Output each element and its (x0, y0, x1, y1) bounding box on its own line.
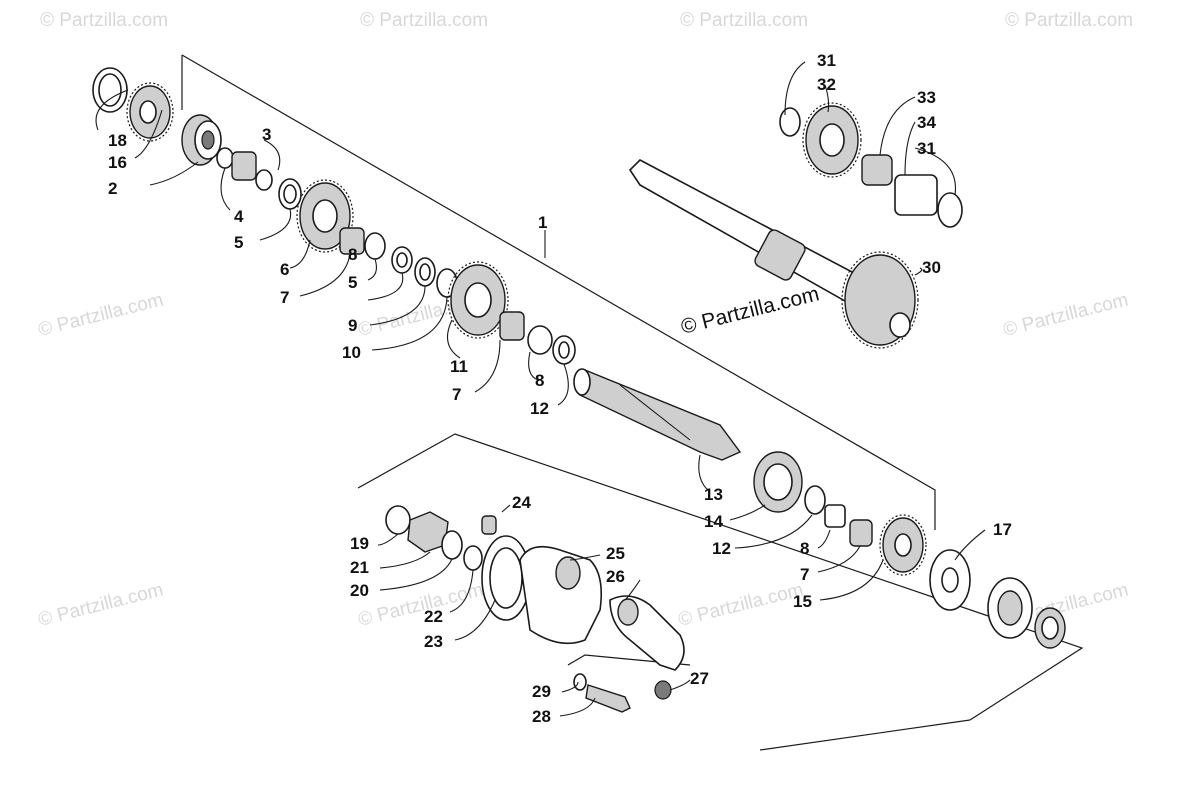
callout-32: 32 (817, 75, 836, 94)
part-circlip-22 (463, 545, 483, 571)
part-bearing-7a (339, 227, 386, 260)
part-washer-9 (414, 257, 436, 287)
callouts: 1 2 3 4 5 5 6 7 7 7 8 8 8 9 10 11 12 12 … (108, 51, 1012, 726)
part-shaft-13 (573, 368, 742, 461)
watermark-text: © Partzilla.com (676, 580, 805, 631)
part-bolt-28 (585, 684, 631, 713)
leader-lines (95, 61, 986, 717)
callout-5: 5 (234, 233, 243, 252)
callout-27: 27 (690, 669, 709, 688)
part-gear-32 (802, 102, 862, 178)
watermark-text: © Partzilla.com (40, 10, 168, 31)
watermarks: © Partzilla.com © Partzilla.com © Partzi… (36, 10, 1133, 631)
callout-25: 25 (606, 544, 625, 563)
part-shift-fork-26 (609, 595, 685, 671)
callout-18: 18 (108, 131, 127, 150)
watermark-text: © Partzilla.com (680, 10, 808, 31)
callout-10: 10 (342, 343, 361, 362)
part-countershaft-30 (628, 159, 919, 349)
callout-5: 5 (348, 273, 357, 292)
part-housing-25 (519, 545, 603, 645)
callout-8: 8 (535, 371, 544, 390)
watermark-text: © Partzilla.com (1005, 10, 1133, 31)
frame-line (357, 433, 1084, 721)
part-gasket-23 (481, 535, 531, 621)
callout-29: 29 (532, 682, 551, 701)
part-washer-12a (552, 335, 576, 365)
part-washer-20 (441, 530, 463, 560)
part-plug-27 (654, 680, 672, 700)
part-washer-17 (929, 549, 971, 611)
part-washer-31a (779, 107, 801, 137)
callout-6: 6 (280, 260, 289, 279)
watermark-text: © Partzilla.com (1001, 290, 1130, 341)
part-washer-12b (804, 485, 826, 515)
callout-7: 7 (452, 385, 461, 404)
part-hub-2 (181, 114, 222, 166)
part-bearing-4 (216, 147, 273, 191)
callout-24: 24 (512, 493, 531, 512)
part-washer-5a (278, 178, 302, 210)
callout-7: 7 (800, 565, 809, 584)
callout-1: 1 (538, 213, 547, 232)
callout-9: 9 (348, 316, 357, 335)
callout-13: 13 (704, 485, 723, 504)
watermark-text: © Partzilla.com (360, 10, 488, 31)
part-gear-6 (296, 179, 354, 253)
callout-2: 2 (108, 179, 117, 198)
part-bearing-outer (987, 577, 1033, 639)
callout-4: 4 (234, 207, 244, 226)
callout-34: 34 (917, 113, 936, 132)
part-gear-16 (126, 82, 174, 142)
callout-22: 22 (424, 607, 443, 626)
callout-12: 12 (712, 539, 731, 558)
callout-30: 30 (922, 258, 941, 277)
callout-8: 8 (800, 539, 809, 558)
frame-line (759, 719, 971, 751)
part-sleeve-34 (894, 174, 938, 216)
callout-21: 21 (350, 558, 369, 577)
part-bearing-7c (849, 519, 873, 547)
callout-17: 17 (993, 520, 1012, 539)
callout-8: 8 (348, 245, 357, 264)
part-bushing-33 (861, 154, 893, 186)
watermark-text: © Partzilla.com (36, 290, 165, 341)
callout-31: 31 (917, 139, 936, 158)
part-washer-5b (391, 246, 413, 274)
watermark-text: © Partzilla.com (36, 580, 165, 631)
part-washer-29 (573, 673, 587, 691)
part-circlip-19 (385, 505, 411, 535)
callout-19: 19 (350, 534, 369, 553)
part-bushing-8a (527, 325, 553, 355)
callout-16: 16 (108, 153, 127, 172)
part-pin-24 (481, 515, 497, 535)
callout-15: 15 (793, 592, 812, 611)
part-gear-11 (447, 261, 509, 339)
callout-20: 20 (350, 581, 369, 600)
callout-26: 26 (606, 567, 625, 586)
part-hub-14 (753, 451, 803, 513)
assembly-frames (181, 54, 1084, 751)
watermark-center-text: © Partzilla.com (679, 282, 822, 339)
callout-31: 31 (817, 51, 836, 70)
callout-28: 28 (532, 707, 551, 726)
callout-14: 14 (704, 512, 723, 531)
callout-23: 23 (424, 632, 443, 651)
part-gear-15 (879, 514, 927, 576)
part-bushing-8b (824, 504, 846, 528)
callout-12: 12 (530, 399, 549, 418)
callout-3: 3 (262, 125, 271, 144)
callout-7: 7 (280, 288, 289, 307)
part-washer-31b (937, 192, 963, 228)
callout-11: 11 (450, 357, 468, 376)
part-seal-outer (1034, 607, 1066, 649)
callout-33: 33 (917, 88, 936, 107)
watermark-text: © Partzilla.com (356, 580, 485, 631)
part-washer-18 (92, 67, 128, 113)
frame-line (181, 54, 936, 530)
part-bearing-7b (499, 311, 525, 341)
